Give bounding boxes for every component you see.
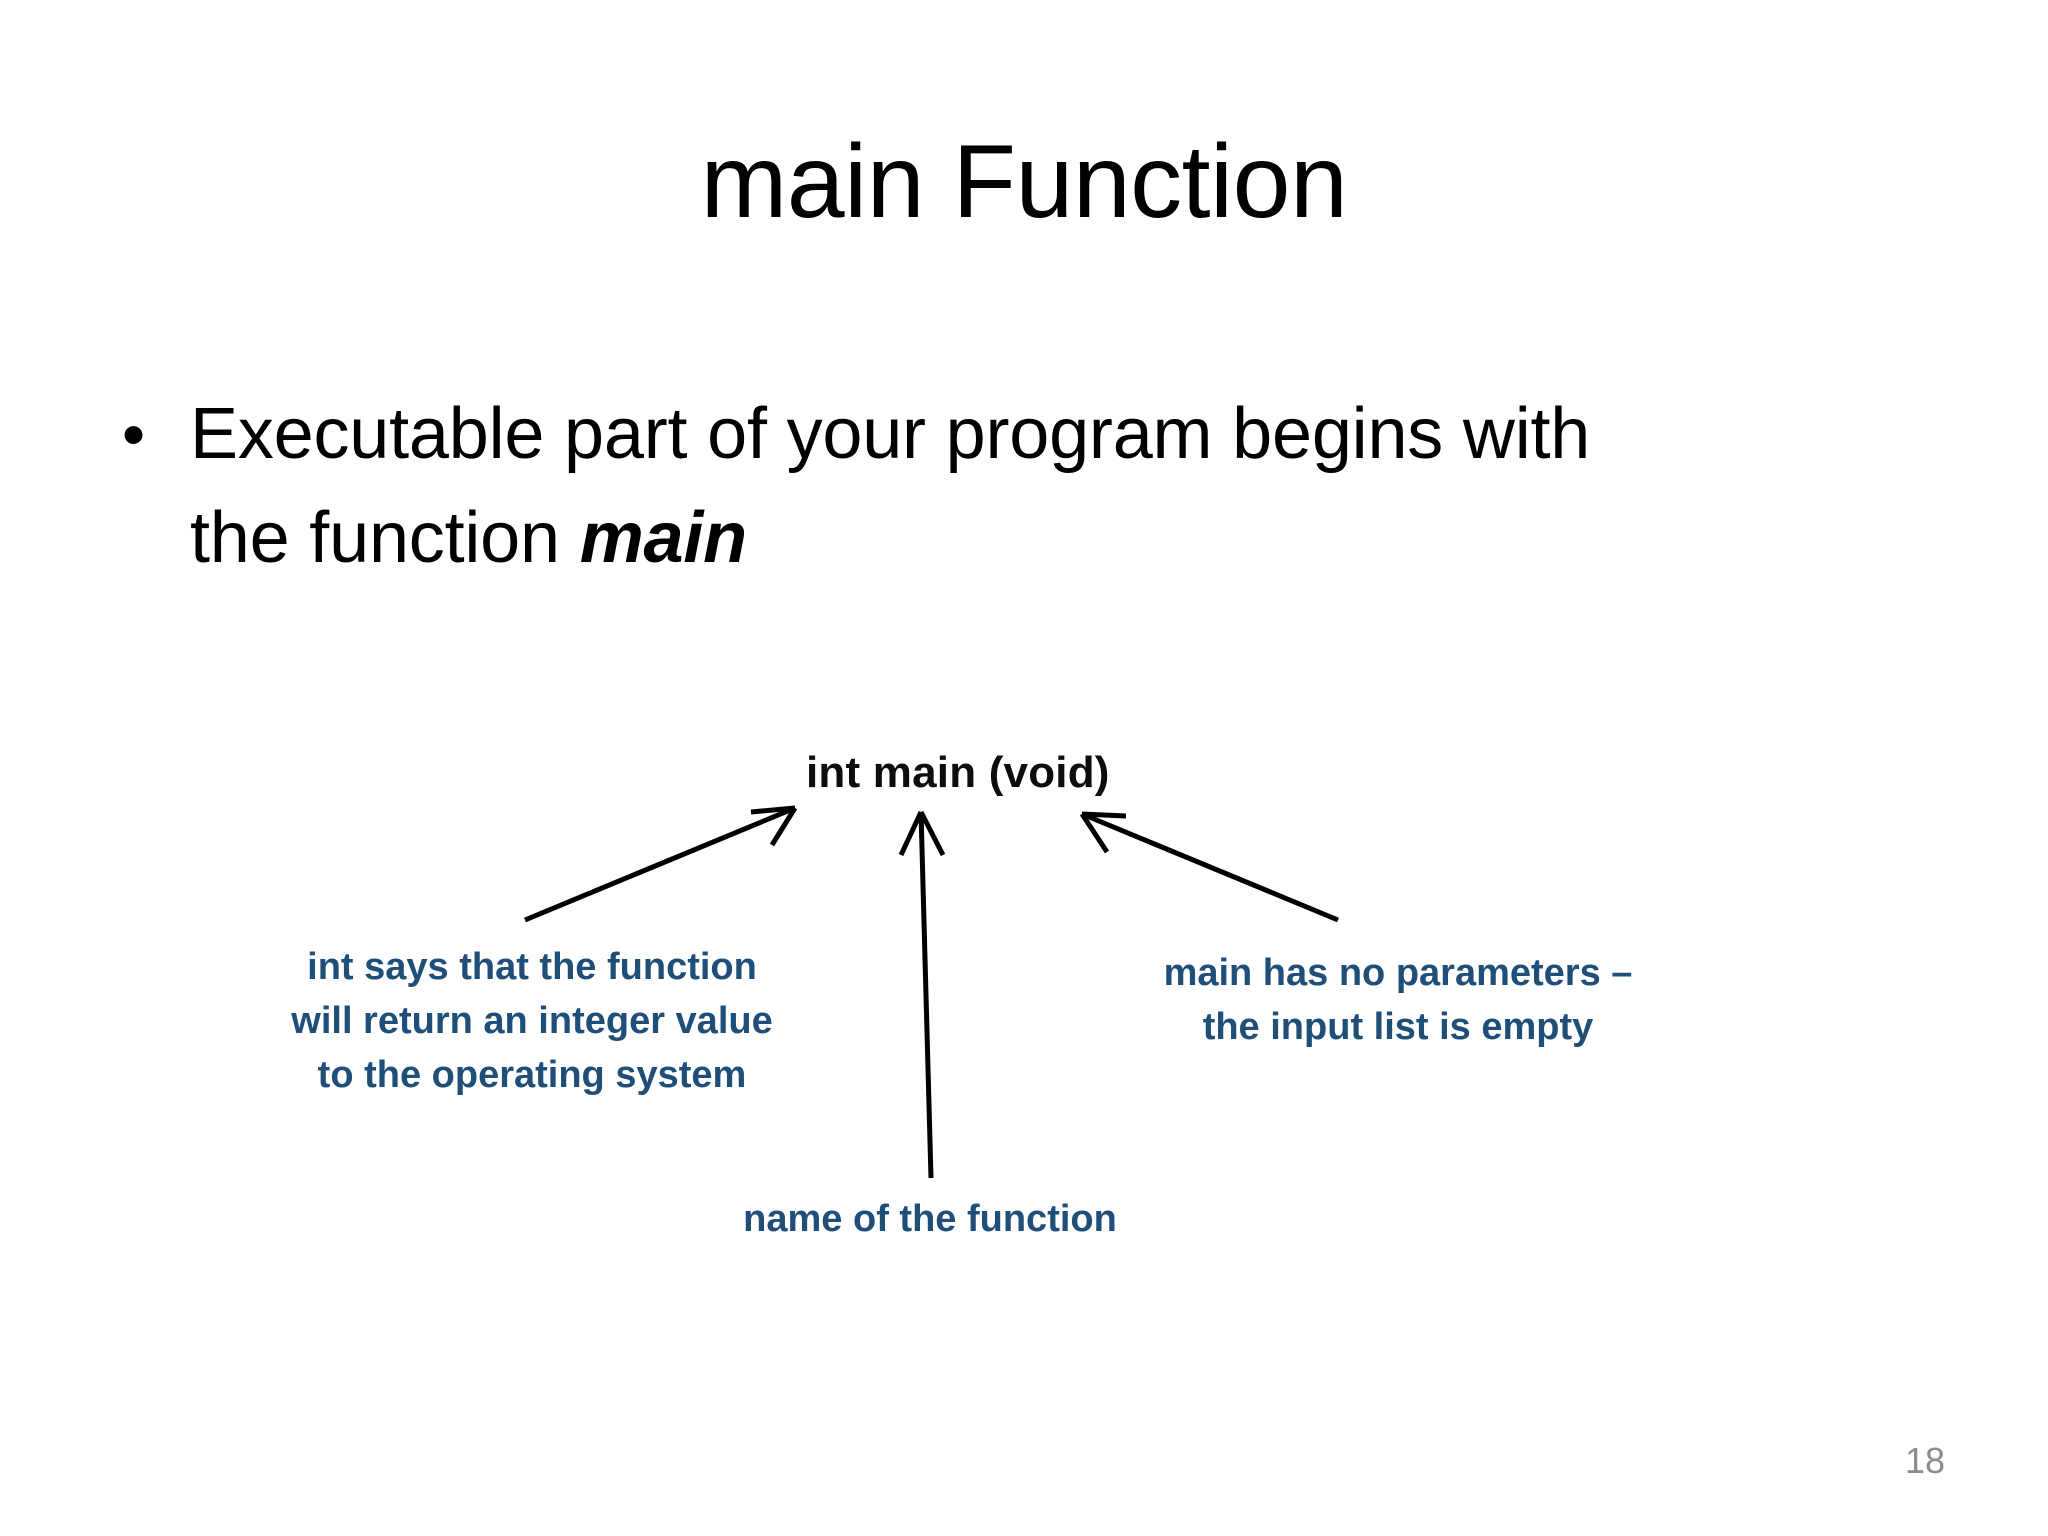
- callout-function-name: name of the function: [743, 1198, 1117, 1240]
- page-number: 18: [1904, 1440, 1946, 1481]
- bullet-line-2-emphasis: main: [579, 498, 747, 578]
- callout-no-parameters: main has no parameters – the input list …: [1163, 952, 1633, 1048]
- arrow-middle: [898, 810, 946, 1179]
- page-title: main Function: [700, 124, 1348, 240]
- list-item: • Executable part of your program begins…: [112, 382, 1952, 590]
- bullet-marker-icon: •: [122, 397, 146, 471]
- bullet-list: • Executable part of your program begins…: [112, 382, 1952, 590]
- code-signature-label: int main (void): [806, 748, 1110, 797]
- bullet-text: Executable part of your program begins w…: [190, 382, 1952, 590]
- arrow-right: [1079, 811, 1339, 923]
- bullet-line-1: Executable part of your program begins w…: [190, 394, 1591, 474]
- callout-int-return-type: int says that the function will return a…: [291, 946, 773, 1096]
- bullet-line-2-prefix: the function: [190, 498, 580, 578]
- arrow-left: [524, 805, 798, 923]
